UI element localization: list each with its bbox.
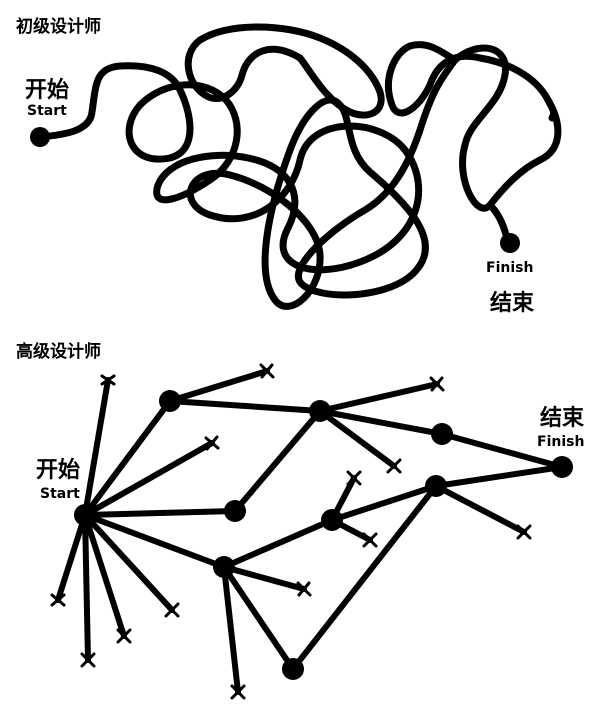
senior-node: [224, 500, 246, 522]
senior-finish-label-cn: 结束: [540, 406, 585, 431]
junior-section-title: 初级设计师: [16, 17, 101, 37]
junior-finish-label-cn: 结束: [490, 291, 535, 316]
senior-start-label-cn: 开始: [36, 458, 81, 483]
junior-endpoints: [30, 127, 520, 253]
senior-node: [282, 658, 304, 680]
senior-dead-end-marks: [50, 363, 532, 700]
junior-finish-label-en: Finish: [486, 260, 534, 276]
senior-start-label-en: Start: [40, 486, 80, 502]
senior-node: [213, 556, 235, 578]
senior-node: [321, 509, 343, 531]
junior-start-label-en: Start: [27, 103, 67, 119]
senior-finish-node: [551, 456, 573, 478]
senior-node: [425, 475, 447, 497]
junior-start-label-cn: 开始: [25, 78, 70, 103]
junior-start-node: [30, 127, 50, 147]
senior-node: [309, 400, 331, 422]
senior-node: [431, 423, 453, 445]
senior-finish-label-en: Finish: [537, 434, 585, 450]
senior-branch-lines: [55, 368, 565, 695]
senior-section-title: 高级设计师: [16, 342, 101, 362]
senior-start-node: [74, 504, 96, 526]
junior-finish-node: [500, 233, 520, 253]
senior-node: [159, 390, 181, 412]
senior-nodes: [74, 390, 573, 680]
junior-tangled-path: [36, 23, 562, 310]
